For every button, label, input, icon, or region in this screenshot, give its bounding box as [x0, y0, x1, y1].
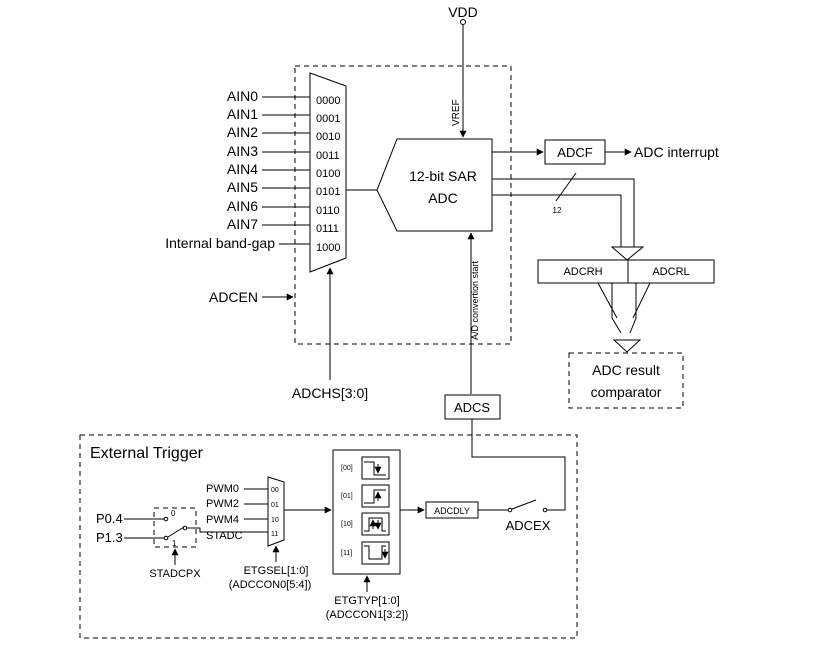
switch-0-label: 0	[171, 509, 176, 518]
stadc-pin-selector: P0.4 P1.3 0 1 STADCPX	[96, 507, 201, 580]
result-comparator: ADC result comparator	[568, 352, 684, 409]
stadc-label: STADC	[206, 530, 243, 542]
p04-label: P0.4	[96, 511, 123, 526]
comparator-subtitle: comparator	[591, 384, 662, 400]
stadcpx-box	[153, 507, 197, 548]
etg-code-2: 10	[271, 517, 279, 524]
etg-code-1: 01	[271, 502, 279, 509]
adchs-label: ADCHS[3:0]	[292, 385, 368, 401]
etgtyp-code-1: [01]	[341, 493, 353, 500]
adccon1-label: (ADCCON1[3:2])	[326, 609, 409, 621]
adcs-box	[444, 394, 501, 420]
adcrl-label: ADCRL	[652, 266, 689, 278]
etgtyp-label: ETGTYP[1:0]	[334, 595, 399, 607]
adc-flag-path: ADCF ADC interrupt	[492, 139, 719, 165]
result-registers: ADCRH ADCRL	[537, 259, 715, 284]
conversion-start-label: A/D convertion start	[470, 260, 480, 340]
etgsel-label: ETGSEL[1:0]	[244, 565, 309, 577]
mux-code-0: 0000	[316, 95, 340, 107]
adc-interrupt-label: ADC interrupt	[634, 144, 719, 160]
ain3-label: AIN3	[227, 143, 258, 159]
vdd-supply: VDD VREF	[448, 4, 478, 138]
ain6-label: AIN6	[227, 198, 258, 214]
trigger-mux-body	[267, 476, 285, 547]
vdd-label: VDD	[448, 4, 478, 20]
sar-adc-body	[376, 138, 493, 232]
adcdly-label: ADCDLY	[434, 506, 470, 516]
p13-label: P1.3	[96, 530, 123, 545]
mux-code-8: 1000	[316, 242, 340, 254]
vref-label: VREF	[451, 99, 462, 126]
pwm4-label: PWM4	[206, 514, 239, 526]
etgtyp-code-2: [10]	[341, 521, 353, 528]
ain0-label: AIN0	[227, 88, 258, 104]
comparator-bus	[597, 282, 651, 353]
vdd-terminal	[460, 19, 466, 25]
sar-adc-subtitle: ADC	[428, 190, 458, 206]
etgtyp-code-3: [11]	[341, 550, 352, 557]
analog-input-mux: AIN0 AIN1 AIN2 AIN3 AIN4 AIN5 AIN6 AIN7 …	[165, 72, 377, 273]
trigger-type-selector: [00] [01] [10] [11] ETGTYP[1:0] (ADCCON1…	[326, 449, 409, 621]
bandgap-label: Internal band-gap	[165, 235, 275, 251]
stadcpx-label: STADCPX	[149, 568, 201, 580]
external-trigger-title: External Trigger	[90, 445, 204, 462]
adc-boundary	[294, 65, 512, 345]
switch-1-label: 1	[172, 539, 177, 548]
trigger-source-mux: PWM0 PWM2 PWM4 STADC 00 01 10 11 ETGSEL[…	[196, 476, 332, 591]
result-bus: 12	[492, 172, 645, 261]
analog-input-list: AIN0 AIN1 AIN2 AIN3 AIN4 AIN5 AIN6 AIN7 …	[165, 88, 275, 251]
analog-input-wires	[262, 96, 310, 245]
adccon0-label: (ADCCON0[5:4])	[229, 579, 312, 591]
mux-code-4: 0100	[316, 168, 340, 180]
mux-code-1: 0001	[316, 113, 340, 125]
adcf-box	[544, 139, 606, 165]
pwm2-label: PWM2	[206, 498, 239, 510]
mux-select-codes: 0000 0001 0010 0011 0100 0101 0110 0111 …	[316, 95, 340, 254]
adcf-label: ADCF	[557, 145, 592, 160]
falling-edge-icon	[361, 456, 390, 480]
sar-adc-title: 12-bit SAR	[409, 168, 477, 184]
bus-width-label: 12	[553, 206, 562, 215]
ain7-label: AIN7	[227, 216, 258, 232]
etg-code-0: 00	[271, 487, 279, 494]
stadcpx-switch	[167, 526, 185, 538]
mux-code-3: 0011	[316, 150, 340, 162]
adcex-switch	[511, 499, 537, 510]
pwm0-label: PWM0	[206, 483, 239, 495]
adchs-signal: ADCHS[3:0]	[292, 267, 368, 401]
adcex-feedback-wire	[471, 419, 566, 511]
bus-width-slash	[555, 172, 577, 202]
conversion-start-signal: A/D convertion start ADCS	[444, 232, 566, 511]
mux-code-2: 0010	[316, 131, 340, 143]
adcrh-label: ADCRH	[563, 266, 602, 278]
adcs-label: ADCS	[454, 400, 490, 415]
comparator-box	[568, 352, 684, 409]
etg-code-3: 11	[271, 531, 278, 538]
comparator-title: ADC result	[592, 362, 660, 378]
adcen-signal: ADCEN	[209, 289, 294, 305]
rising-edge-icon	[361, 484, 390, 508]
mux-code-5: 0101	[316, 186, 340, 198]
ain2-label: AIN2	[227, 124, 258, 140]
trigger-delay-path: ADCDLY ADCEX	[400, 499, 551, 533]
sar-adc-block: 12-bit SAR ADC	[376, 138, 493, 232]
adcex-label: ADCEX	[506, 518, 551, 533]
mux-code-7: 0111	[316, 223, 339, 235]
mux-code-6: 0110	[316, 205, 340, 217]
ain1-label: AIN1	[227, 106, 258, 122]
high-pulse-icon	[361, 512, 390, 536]
ain4-label: AIN4	[227, 161, 258, 177]
etgtyp-code-0: [00]	[341, 465, 353, 472]
analog-mux-body	[309, 72, 347, 273]
adcrl-box	[627, 259, 715, 284]
adcen-label: ADCEN	[209, 289, 258, 305]
ain5-label: AIN5	[227, 179, 258, 195]
external-trigger-boundary	[79, 434, 578, 639]
